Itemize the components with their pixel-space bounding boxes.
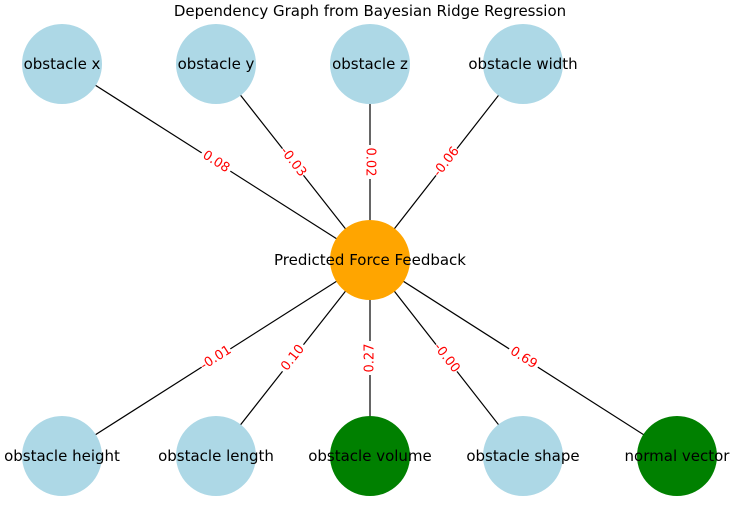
edge-label-bg-obstacle_z <box>362 145 378 179</box>
node-label-obstacle_x: obstacle x <box>24 55 101 73</box>
node-label-obstacle_height: obstacle height <box>4 447 120 465</box>
node-label-obstacle_shape: obstacle shape <box>466 447 579 465</box>
node-obstacle_x <box>22 24 102 104</box>
node-label-obstacle_y: obstacle y <box>178 55 255 73</box>
node-label-target: Predicted Force Feedback <box>274 251 466 269</box>
node-obstacle_height <box>22 416 102 496</box>
node-obstacle_shape <box>483 416 563 496</box>
graph-title: Dependency Graph from Bayesian Ridge Reg… <box>174 2 566 20</box>
edge-weight-obstacle_z: 0.02 <box>363 148 378 177</box>
nodes-layer: obstacle x obstacle y obstacle z obstacle w… <box>4 24 730 496</box>
edge-weight-obstacle_volume: 0.27 <box>363 344 378 373</box>
node-label-obstacle_volume: obstacle volume <box>308 447 432 465</box>
edge-weight-obstacle_height: -0.01 <box>198 343 234 374</box>
edge-label-bg-obstacle_length <box>276 339 310 377</box>
node-obstacle_width <box>483 24 563 104</box>
node-label-obstacle_width: obstacle width <box>468 55 577 73</box>
node-label-obstacle_z: obstacle z <box>332 55 408 73</box>
edge-label-bg-obstacle_height <box>197 342 235 374</box>
node-obstacle_length <box>176 416 256 496</box>
node-obstacle_y <box>176 24 256 104</box>
node-obstacle_volume <box>330 416 410 496</box>
node-label-normal_vector: normal vector <box>625 447 731 465</box>
edge-label-bg-obstacle_x <box>197 146 235 178</box>
node-obstacle_z <box>330 24 410 104</box>
edge-label-bg-obstacle_shape <box>429 339 464 377</box>
edge-label-bg-obstacle_width <box>429 143 464 181</box>
node-normal_vector <box>637 416 717 496</box>
node-label-obstacle_length: obstacle length <box>158 447 274 465</box>
edge-label-bg-obstacle_volume <box>362 341 378 375</box>
edge-label-bg-obstacle_y <box>276 143 310 181</box>
node-target <box>330 220 410 300</box>
edge-label-bg-normal_vector <box>504 342 543 374</box>
